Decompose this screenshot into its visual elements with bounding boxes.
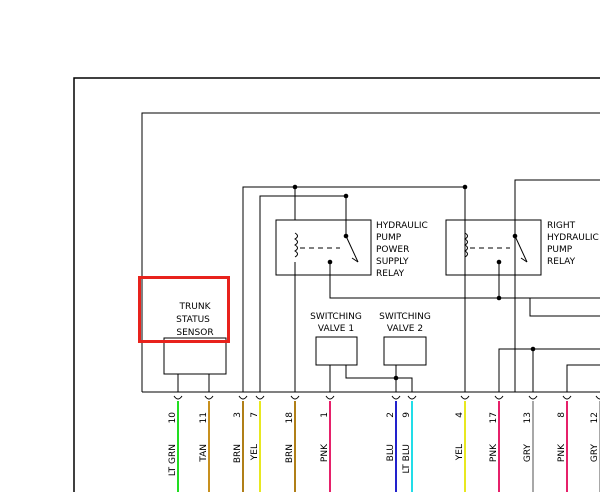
wire-color-label: PNK <box>557 443 567 462</box>
wire-color-label: BRN <box>233 444 243 463</box>
sensor-label-3: SENSOR <box>176 328 213 338</box>
pin-terminal <box>391 395 401 400</box>
pin-terminal <box>204 395 214 400</box>
wire-color-label: YEL <box>250 444 260 461</box>
hydraulic-pump-power-supply-relay: HYDRAULIC PUMP POWER SUPPLY RELAY <box>275 219 428 279</box>
pin-terminal <box>528 395 538 400</box>
pin-terminal <box>290 395 300 400</box>
pin-number: 9 <box>402 412 412 418</box>
pin-terminal <box>238 395 248 400</box>
pin-number: 12 <box>590 412 600 423</box>
relay2-label-4: RELAY <box>547 257 576 267</box>
pin-number: 2 <box>386 412 396 418</box>
pin-terminal <box>255 395 265 400</box>
relay1-label-3: POWER <box>376 245 409 255</box>
pin-number: 3 <box>233 412 243 418</box>
pin-number: 8 <box>557 412 567 418</box>
pin-number: 10 <box>168 412 178 424</box>
pin-number: 7 <box>250 412 260 418</box>
right-hydraulic-pump-relay: RIGHT HYDRAULIC PUMP RELAY <box>445 219 599 276</box>
wire-color-label: YEL <box>455 444 465 461</box>
sensor-label-2: STATUS <box>176 315 210 325</box>
wire-color-label: PNK <box>489 443 499 462</box>
wire-color-label: PNK <box>320 443 330 462</box>
relay2-label-3: PUMP <box>547 245 573 255</box>
pin-number: 13 <box>523 412 533 423</box>
relay1-label-1: HYDRAULIC <box>376 221 428 231</box>
pin-terminal <box>407 395 417 400</box>
wire-color-label: GRY <box>523 444 533 463</box>
wire-color-label: BRN <box>285 444 295 463</box>
pin-terminal <box>494 395 504 400</box>
pin-terminal <box>325 395 335 400</box>
sensor-label-1: TRUNK <box>179 302 212 312</box>
pin-terminal <box>460 395 470 400</box>
valve2-label-1: SWITCHING <box>379 312 431 322</box>
pin-number: 4 <box>455 412 465 418</box>
valve2-label-2: VALVE 2 <box>387 324 423 334</box>
valve-wires <box>329 365 413 392</box>
switching-valve-2: SWITCHING VALVE 2 <box>379 312 431 366</box>
pin-terminal <box>562 395 572 400</box>
valve1-label-2: VALVE 1 <box>318 324 354 334</box>
pin-number: 11 <box>199 412 209 423</box>
pin-9: 9 LT BLU <box>402 395 417 492</box>
pin-number: 17 <box>489 412 499 423</box>
valve1-label-1: SWITCHING <box>310 312 362 322</box>
module-box <box>141 112 600 392</box>
outer-frame <box>73 77 600 492</box>
wire-color-label: LT BLU <box>402 444 412 473</box>
relay1-label-2: PUMP <box>376 233 402 243</box>
highlight-box <box>138 276 230 343</box>
wire-color-label: BLU <box>386 444 396 461</box>
wire-color-label: LT GRN <box>168 444 178 476</box>
pin-terminal <box>173 395 183 400</box>
pin-number: 1 <box>320 412 330 418</box>
relay1-label-5: RELAY <box>376 269 405 279</box>
pin-terminal <box>595 395 600 400</box>
trunk-status-sensor: TRUNK STATUS SENSOR <box>138 276 230 392</box>
pin-number: 18 <box>285 412 295 424</box>
relay1-label-4: SUPPLY <box>376 257 409 267</box>
wire-color-label: TAN <box>199 444 209 463</box>
bus-wires <box>242 179 600 392</box>
switching-valve-1: SWITCHING VALVE 1 <box>310 312 362 366</box>
wire-color-label: GRY <box>590 444 600 463</box>
relay2-label-1: RIGHT <box>547 221 576 231</box>
relay2-label-2: HYDRAULIC <box>547 233 599 243</box>
pin-10: 10 LT GRN <box>168 395 183 492</box>
